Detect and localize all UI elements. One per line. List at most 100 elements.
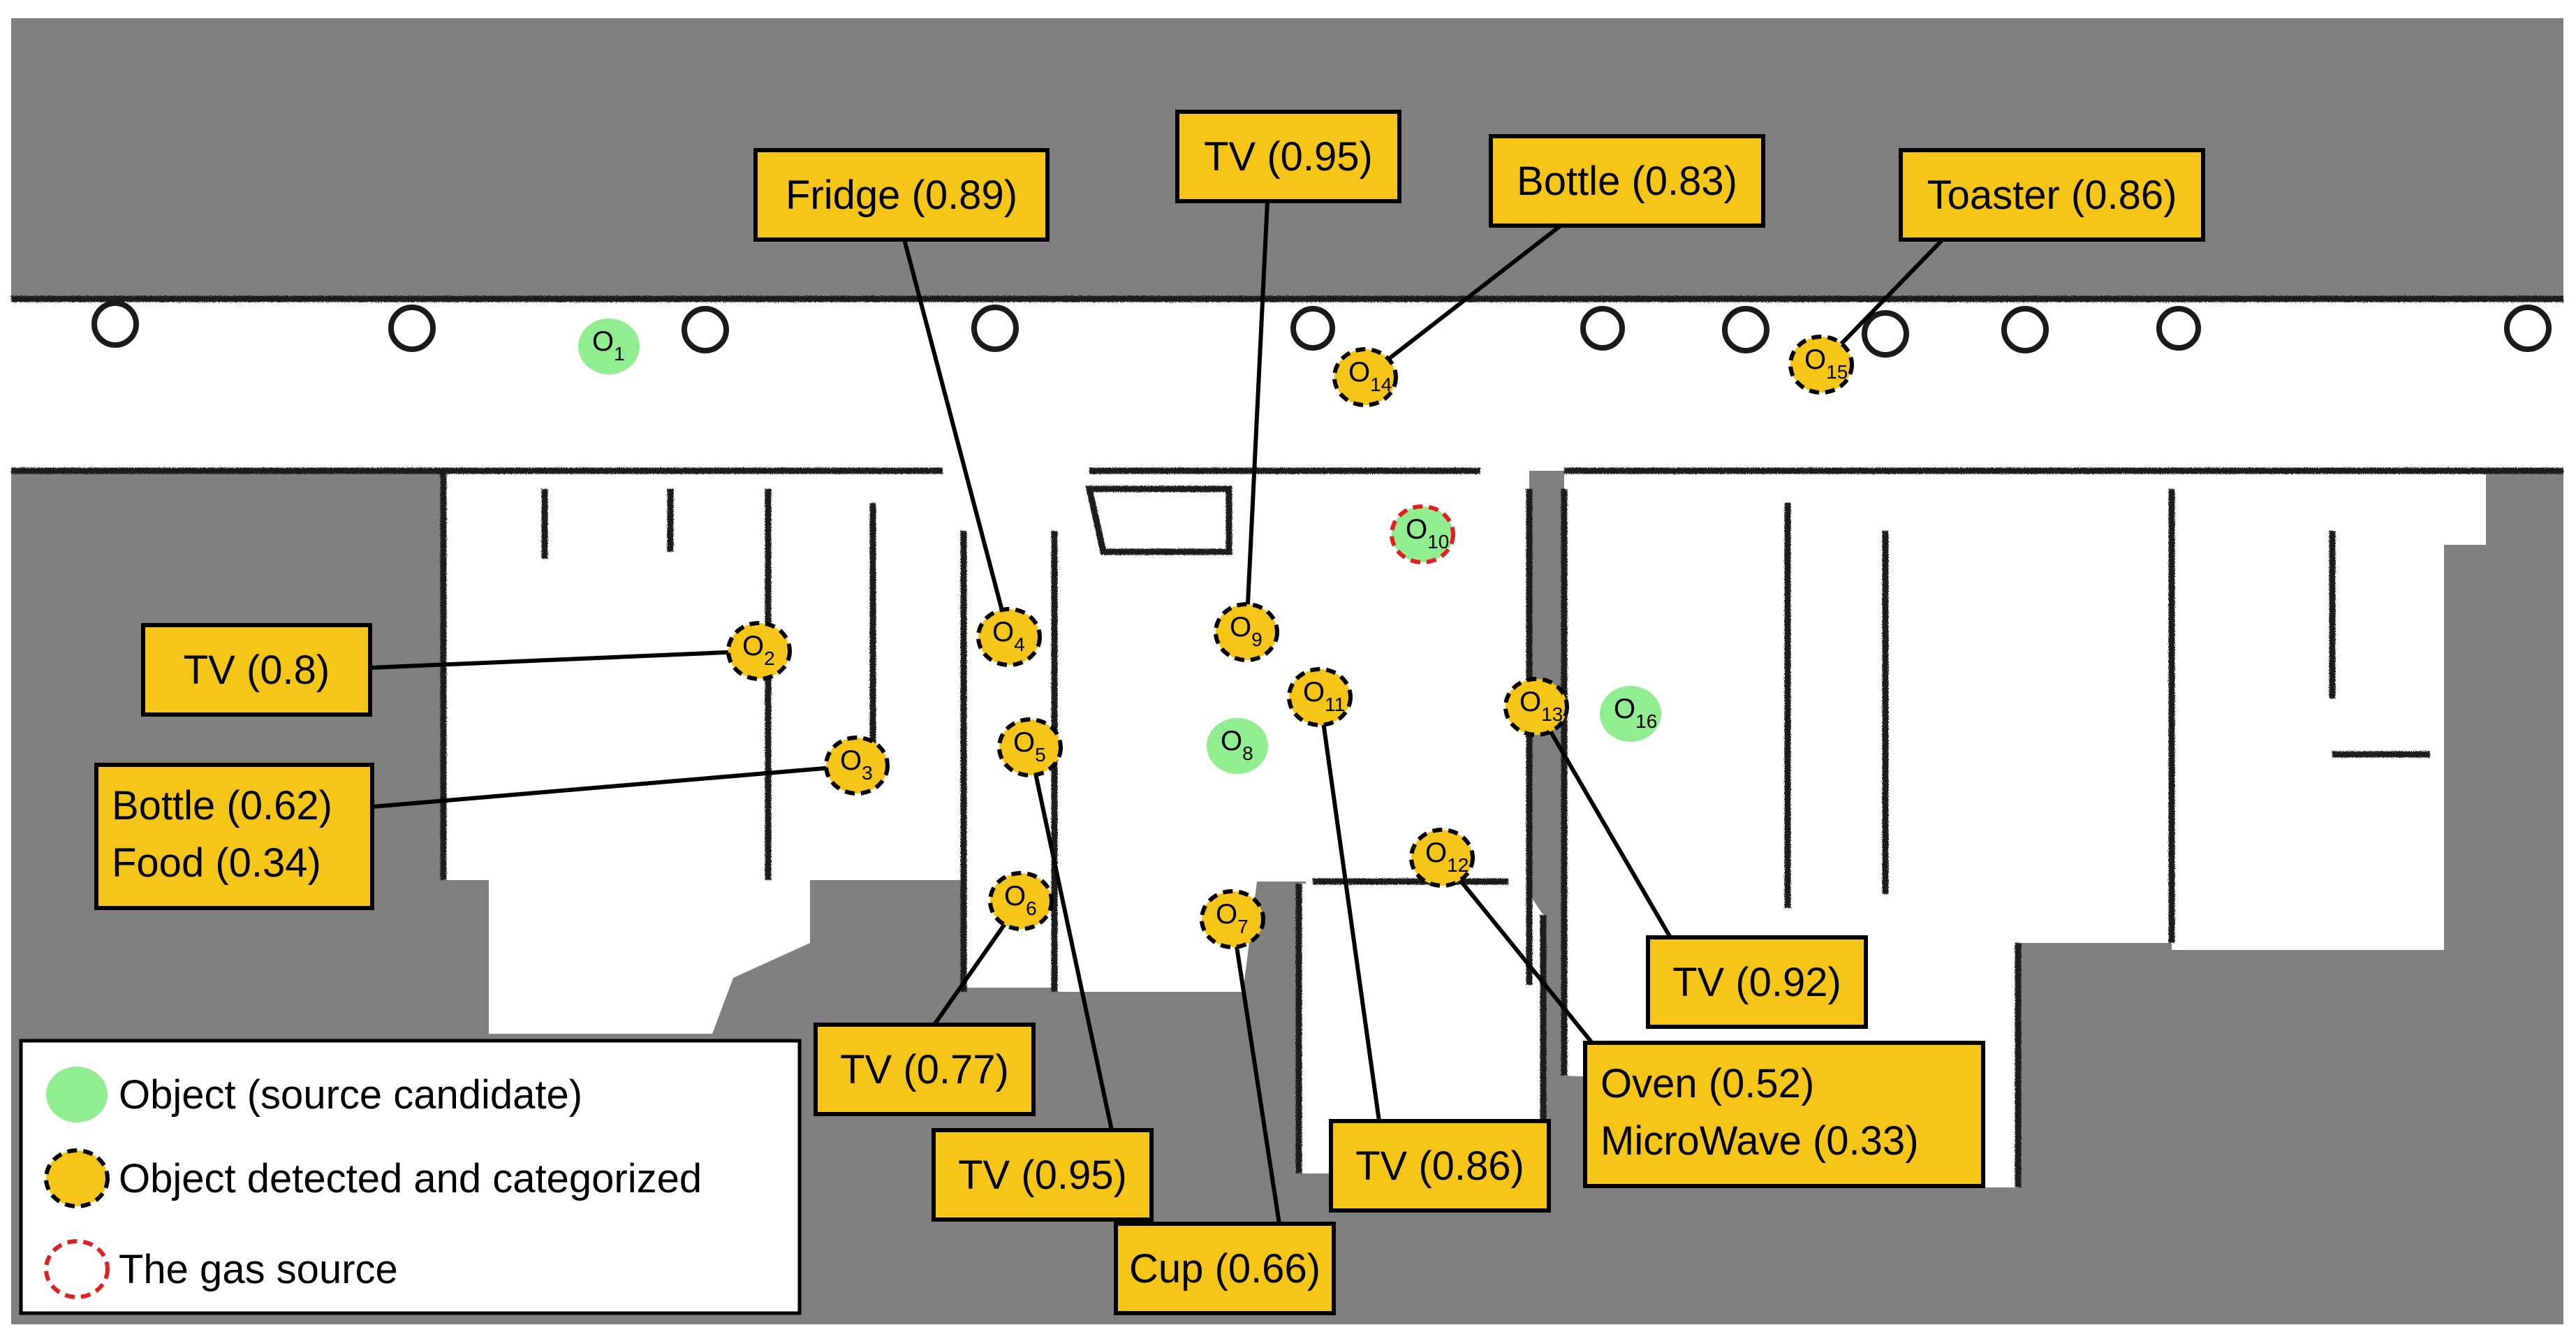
object-marker-shape — [824, 736, 890, 796]
label-box-o6: TV (0.77) — [814, 1023, 1036, 1116]
label-box-o15: Toaster (0.86) — [1899, 148, 2205, 242]
object-marker-label: O14 — [1348, 357, 1392, 395]
label-text: Bottle (0.62) — [112, 783, 332, 828]
object-marker-o9: O9 — [1214, 602, 1279, 662]
label-box-o5: TV (0.95) — [932, 1128, 1154, 1222]
leader-line-o13 — [1534, 705, 1672, 939]
label-text: TV (0.86) — [1355, 1143, 1524, 1189]
leader-line-o3 — [371, 763, 858, 809]
object-marker-o15: O15 — [1788, 335, 1854, 395]
leader-line-o5 — [1028, 747, 1114, 1131]
label-box-o3: Bottle (0.62) Food (0.34) — [94, 763, 374, 910]
object-marker-label: O8 — [1221, 726, 1253, 764]
label-box-o14: Bottle (0.83) — [1489, 134, 1765, 228]
leader-line-o14 — [1364, 224, 1562, 379]
label-text: TV (0.77) — [840, 1047, 1009, 1092]
object-marker-o14: O14 — [1332, 347, 1398, 407]
legend-gas-source-icon — [44, 1239, 110, 1299]
label-box-background — [1329, 1119, 1551, 1213]
object-marker-o6: O6 — [988, 871, 1054, 931]
label-box-o11: TV (0.86) — [1329, 1119, 1551, 1213]
object-marker-shape — [1214, 602, 1279, 662]
label-box-background — [1175, 110, 1401, 203]
object-marker-label: O1 — [592, 326, 625, 365]
legend-detected-icon — [44, 1148, 110, 1208]
object-marker-shape — [997, 717, 1063, 777]
object-marker-o7: O7 — [1200, 889, 1265, 949]
label-box-background — [141, 623, 372, 717]
object-marker-label: O4 — [992, 617, 1025, 655]
object-marker-shape — [1390, 504, 1455, 564]
legend-detected-label: Object detected and categorized — [119, 1156, 702, 1201]
object-marker-label: O2 — [742, 631, 775, 669]
label-box-background — [1114, 1222, 1336, 1315]
object-marker-shape — [1287, 667, 1353, 727]
leader-line-o12 — [1440, 856, 1594, 1044]
legend-candidate-label: Object (source candidate) — [119, 1072, 582, 1118]
walls — [11, 295, 2563, 1187]
label-text: Food (0.34) — [112, 840, 321, 886]
label-box-o7: Cup (0.66) — [1114, 1222, 1336, 1315]
label-text: MicroWave (0.33) — [1600, 1118, 1919, 1164]
object-marker-label: O12 — [1425, 837, 1469, 876]
label-box-background — [1489, 134, 1765, 228]
label-box-background — [814, 1023, 1036, 1116]
object-marker-label: O16 — [1614, 694, 1657, 732]
object-marker-o12: O12 — [1409, 828, 1475, 888]
label-box-o2: TV (0.8) — [141, 623, 372, 717]
leader-line-o11 — [1318, 696, 1381, 1122]
label-box-background — [1899, 148, 2205, 242]
object-marker-o8: O8 — [1207, 718, 1268, 774]
leader-line-o7 — [1230, 919, 1281, 1224]
object-marker-label: O9 — [1230, 612, 1263, 650]
object-marker-label: O5 — [1013, 727, 1046, 766]
label-text: TV (0.8) — [184, 647, 330, 693]
object-marker-shape — [1503, 677, 1569, 737]
object-marker-shape — [976, 607, 1042, 667]
object-marker-label: O15 — [1804, 344, 1848, 383]
object-marker-o11: O11 — [1287, 667, 1353, 727]
object-marker-o5: O5 — [997, 717, 1063, 777]
object-marker-label: O3 — [840, 745, 873, 784]
legend-gas-source-label: The gas source — [119, 1247, 398, 1292]
label-box-background — [1646, 935, 1868, 1029]
label-box-o12: Oven (0.52) MicroWave (0.33) — [1583, 1041, 1985, 1188]
object-marker-label: O7 — [1216, 899, 1249, 937]
object-marker-o16: O16 — [1600, 686, 1661, 742]
label-text: Fridge (0.89) — [786, 173, 1017, 218]
object-marker-label: O11 — [1303, 677, 1345, 715]
label-text: Oven (0.52) — [1600, 1061, 1814, 1106]
object-marker-shape — [1600, 686, 1661, 742]
label-box-background — [94, 763, 374, 910]
label-box-o9: TV (0.95) — [1175, 110, 1401, 203]
legend-box — [19, 1039, 802, 1315]
label-text: Bottle (0.83) — [1517, 159, 1737, 204]
object-marker-o4: O4 — [976, 607, 1042, 667]
leader-line-o4 — [902, 239, 1011, 638]
leader-lines — [369, 200, 1945, 1224]
object-marker-shape — [1207, 718, 1268, 774]
label-box-background — [753, 148, 1050, 242]
label-text: Cup (0.66) — [1129, 1246, 1320, 1292]
label-text: Toaster (0.86) — [1927, 173, 2177, 218]
object-marker-o3: O3 — [824, 736, 890, 796]
label-box-o13: TV (0.92) — [1646, 935, 1868, 1029]
object-marker-o10: O10 — [1390, 504, 1455, 564]
object-marker-shape — [726, 621, 792, 681]
object-marker-label: O10 — [1406, 514, 1449, 553]
object-marker-o13: O13 — [1503, 677, 1569, 737]
label-box-background — [932, 1128, 1154, 1222]
leader-line-o9 — [1244, 200, 1269, 633]
label-box-o4: Fridge (0.89) — [753, 148, 1050, 242]
label-layer: TV (0.8) Bottle (0.62) Food (0.34) Fridge (… — [94, 110, 2205, 1315]
legend-candidate-icon — [46, 1067, 108, 1122]
object-marker-shape — [988, 871, 1054, 931]
object-marker-shape — [1332, 347, 1398, 407]
label-text: TV (0.95) — [1204, 134, 1373, 180]
object-marker-shape — [1409, 828, 1475, 888]
object-marker-label: O13 — [1519, 687, 1563, 725]
object-marker-shape — [578, 319, 640, 374]
label-text: TV (0.92) — [1672, 960, 1841, 1005]
object-marker-o1: O1 — [578, 319, 640, 374]
